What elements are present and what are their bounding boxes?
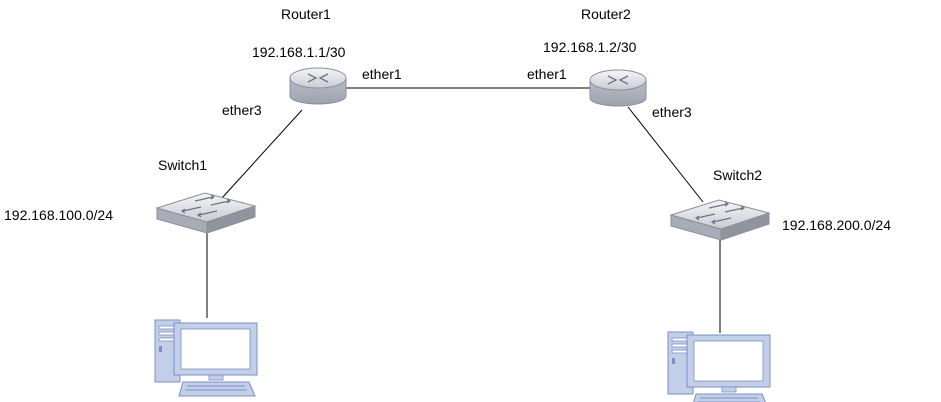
switch2-name-label: Switch2 <box>713 167 763 183</box>
pc2-desktop-computer-icon[interactable] <box>667 331 771 402</box>
pc1-desktop-computer-icon[interactable] <box>154 319 258 397</box>
router2-name-label: Router2 <box>581 6 631 22</box>
router1-ether1-label: ether1 <box>362 66 402 82</box>
router2-ip-label: 192.168.1.2/30 <box>543 39 637 55</box>
switch1-name-label: Switch1 <box>158 157 208 173</box>
switch1-network-label: 192.168.100.0/24 <box>4 207 113 223</box>
router1-name-label: Router1 <box>281 6 331 22</box>
router2-ether3-label: ether3 <box>652 104 692 120</box>
link-router1-switch1 <box>221 109 303 199</box>
switch2-icon[interactable] <box>669 199 771 241</box>
link-router2-switch2 <box>627 106 704 203</box>
router1-icon[interactable] <box>289 67 347 105</box>
router1-ip-label: 192.168.1.1/30 <box>252 44 346 60</box>
router2-icon[interactable] <box>589 69 647 107</box>
switch1-icon[interactable] <box>155 192 257 234</box>
router2-ether1-label: ether1 <box>527 66 567 82</box>
switch2-network-label: 192.168.200.0/24 <box>782 217 891 233</box>
router1-ether3-label: ether3 <box>222 102 262 118</box>
network-links <box>206 87 721 333</box>
